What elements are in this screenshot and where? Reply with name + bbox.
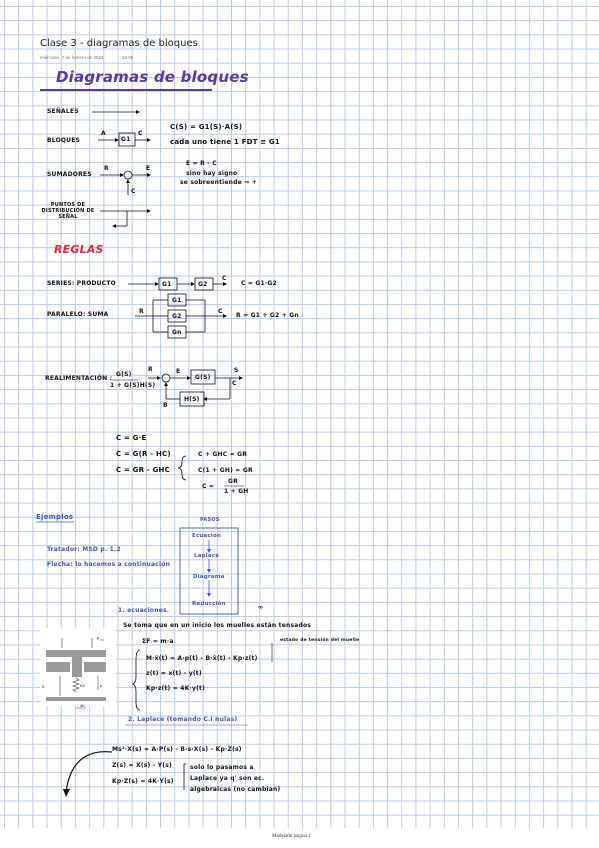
label-sumadores: SUMADORES [47,171,92,178]
sum-e: E [146,165,151,172]
series-equation: C = G1·G2 [241,280,277,287]
ejemplo-tratador: Tratador: MSD p. 1.2 [47,546,121,553]
bloques-equation: C(S) = G1(S)·A(S) [170,123,243,131]
deriv-line-1: C = G·E [116,434,147,442]
laplace-note-2: Laplace ya q' son ec. [190,775,265,782]
heading-laplace: 2. Laplace (tomando C.I nulas) [128,716,238,723]
ecuaciones-infinity: ∞ [258,604,264,611]
realim-b: B [163,402,168,409]
series-g2: G2 [198,281,208,288]
label-senales: SEÑALES [47,108,79,115]
realim-g-block: G(S) [195,374,211,381]
bloques-note: cada uno tiene 1 FDT ≡ G1 [170,138,280,146]
sum-note-2: se sobreentiende ⇒ + [180,179,257,186]
page-time: 18:05 [122,55,134,60]
deriv-line-4: C + GHC = GR [198,451,248,458]
pasos-title: PASOS [200,517,220,523]
deriv-frac-den: 1 + GH [224,488,249,495]
figure-k2: K2 [80,683,85,688]
deriv-frac-num: GR [228,478,238,485]
par-r: R [139,308,144,315]
label-series: SERIES: PRODUCTO [47,280,116,287]
heading-diagramas: Diagramas de bloques [56,68,249,86]
laplace-note-1: solo lo pasamos a [190,764,254,771]
realim-h-block: H(S) [184,396,200,403]
sum-r: R [104,165,109,172]
figure-p: p [97,635,100,640]
realim-c: C [232,380,237,387]
sum-equation: E = R - C [186,160,217,167]
ecuaciones-sumf: ΣF = m·a [142,638,174,645]
paso-laplace: Laplace [194,553,220,559]
page-footer: Modelado página 1 [0,828,599,848]
series-g1: G1 [162,281,172,288]
laplace-line-3: Kp·Z(s) = 4K·Y(s) [112,778,174,785]
paso-ecuacion: Ecuación [192,533,222,539]
paso-reduccion: Reducción [192,601,226,607]
realim-r: R [148,366,153,373]
laplace-line-1: Ms²·X(s) = A·P(s) - B·s·X(s) - Kp·Z(s) [112,746,242,753]
realim-s: S [234,367,239,374]
deriv-line-3: C = GR - GHC [116,466,170,474]
heading-reglas: REGLAS [54,243,104,256]
label-paralelo: PARALELO: SUMA [47,311,109,318]
ejemplo-flecha: Flecha: lo hacemos a continuación [47,561,171,568]
figure-y: y [100,683,102,688]
heading-ejemplos: Ejemplos [36,513,74,521]
par-gn: Gn [172,329,182,336]
label-puntos: PUNTOS DE DISTRIBUCIÓN DE SEÑAL [41,202,95,220]
ink-drawings [36,89,273,797]
par-g2: G2 [172,313,182,320]
par-equation: R = G1 + G2 + Gn [236,312,299,319]
laplace-line-2: Z(s) = X(s) - Y(s) [112,762,172,769]
ecuacion-line-1: M·ẍ(t) = A·p(t) - B·ẋ(t) - Kp·z(t) [146,655,258,662]
realim-e: E [176,368,181,375]
series-c: C [222,275,227,282]
par-c: C [218,308,223,315]
bloque-in-a: A [101,130,106,137]
label-realimentacion: REALIMENTACIÓN : [45,375,113,382]
deriv-line-5: C(1 + GH) = GR [198,467,253,474]
deriv-line-2: C = G(R - HC) [116,450,171,458]
figure-4k: 4K [80,703,85,708]
label-bloques: BLOQUES [47,137,81,144]
page-date: miércoles, 7 de febrero de 2024 [40,55,104,60]
figure-k1: K [42,684,45,689]
realim-num: G(S) [116,371,132,378]
ecuaciones-note: Se toma que en un inicio los muelles est… [123,622,312,629]
par-g1: G1 [172,297,182,304]
deriv-line-6: C = [202,483,215,490]
sum-c: C [131,188,136,195]
laplace-note-3: algebraicas (no cambian) [190,786,281,793]
heading-ecuaciones: 1. ecuaciones. [118,607,170,614]
footer-page-label: Modelado página 1 [272,834,311,839]
bloque-g1: G1 [121,136,131,143]
paso-diagrama: Diagrama [193,574,225,580]
realim-den: 1 + G(S)H(S) [110,382,156,389]
ecuacion-line-3: Kp·z(t) = 4K·y(t) [146,685,206,692]
ecuacion-line-2: z(t) = x(t) - y(t) [146,670,202,677]
sum-note-1: sino hay signo [186,170,238,177]
bloque-out-c: C [138,130,143,137]
page-title: Clase 3 - diagramas de bloques [40,38,198,49]
ecuaciones-estado: estado de tensión del muelle [280,638,360,643]
